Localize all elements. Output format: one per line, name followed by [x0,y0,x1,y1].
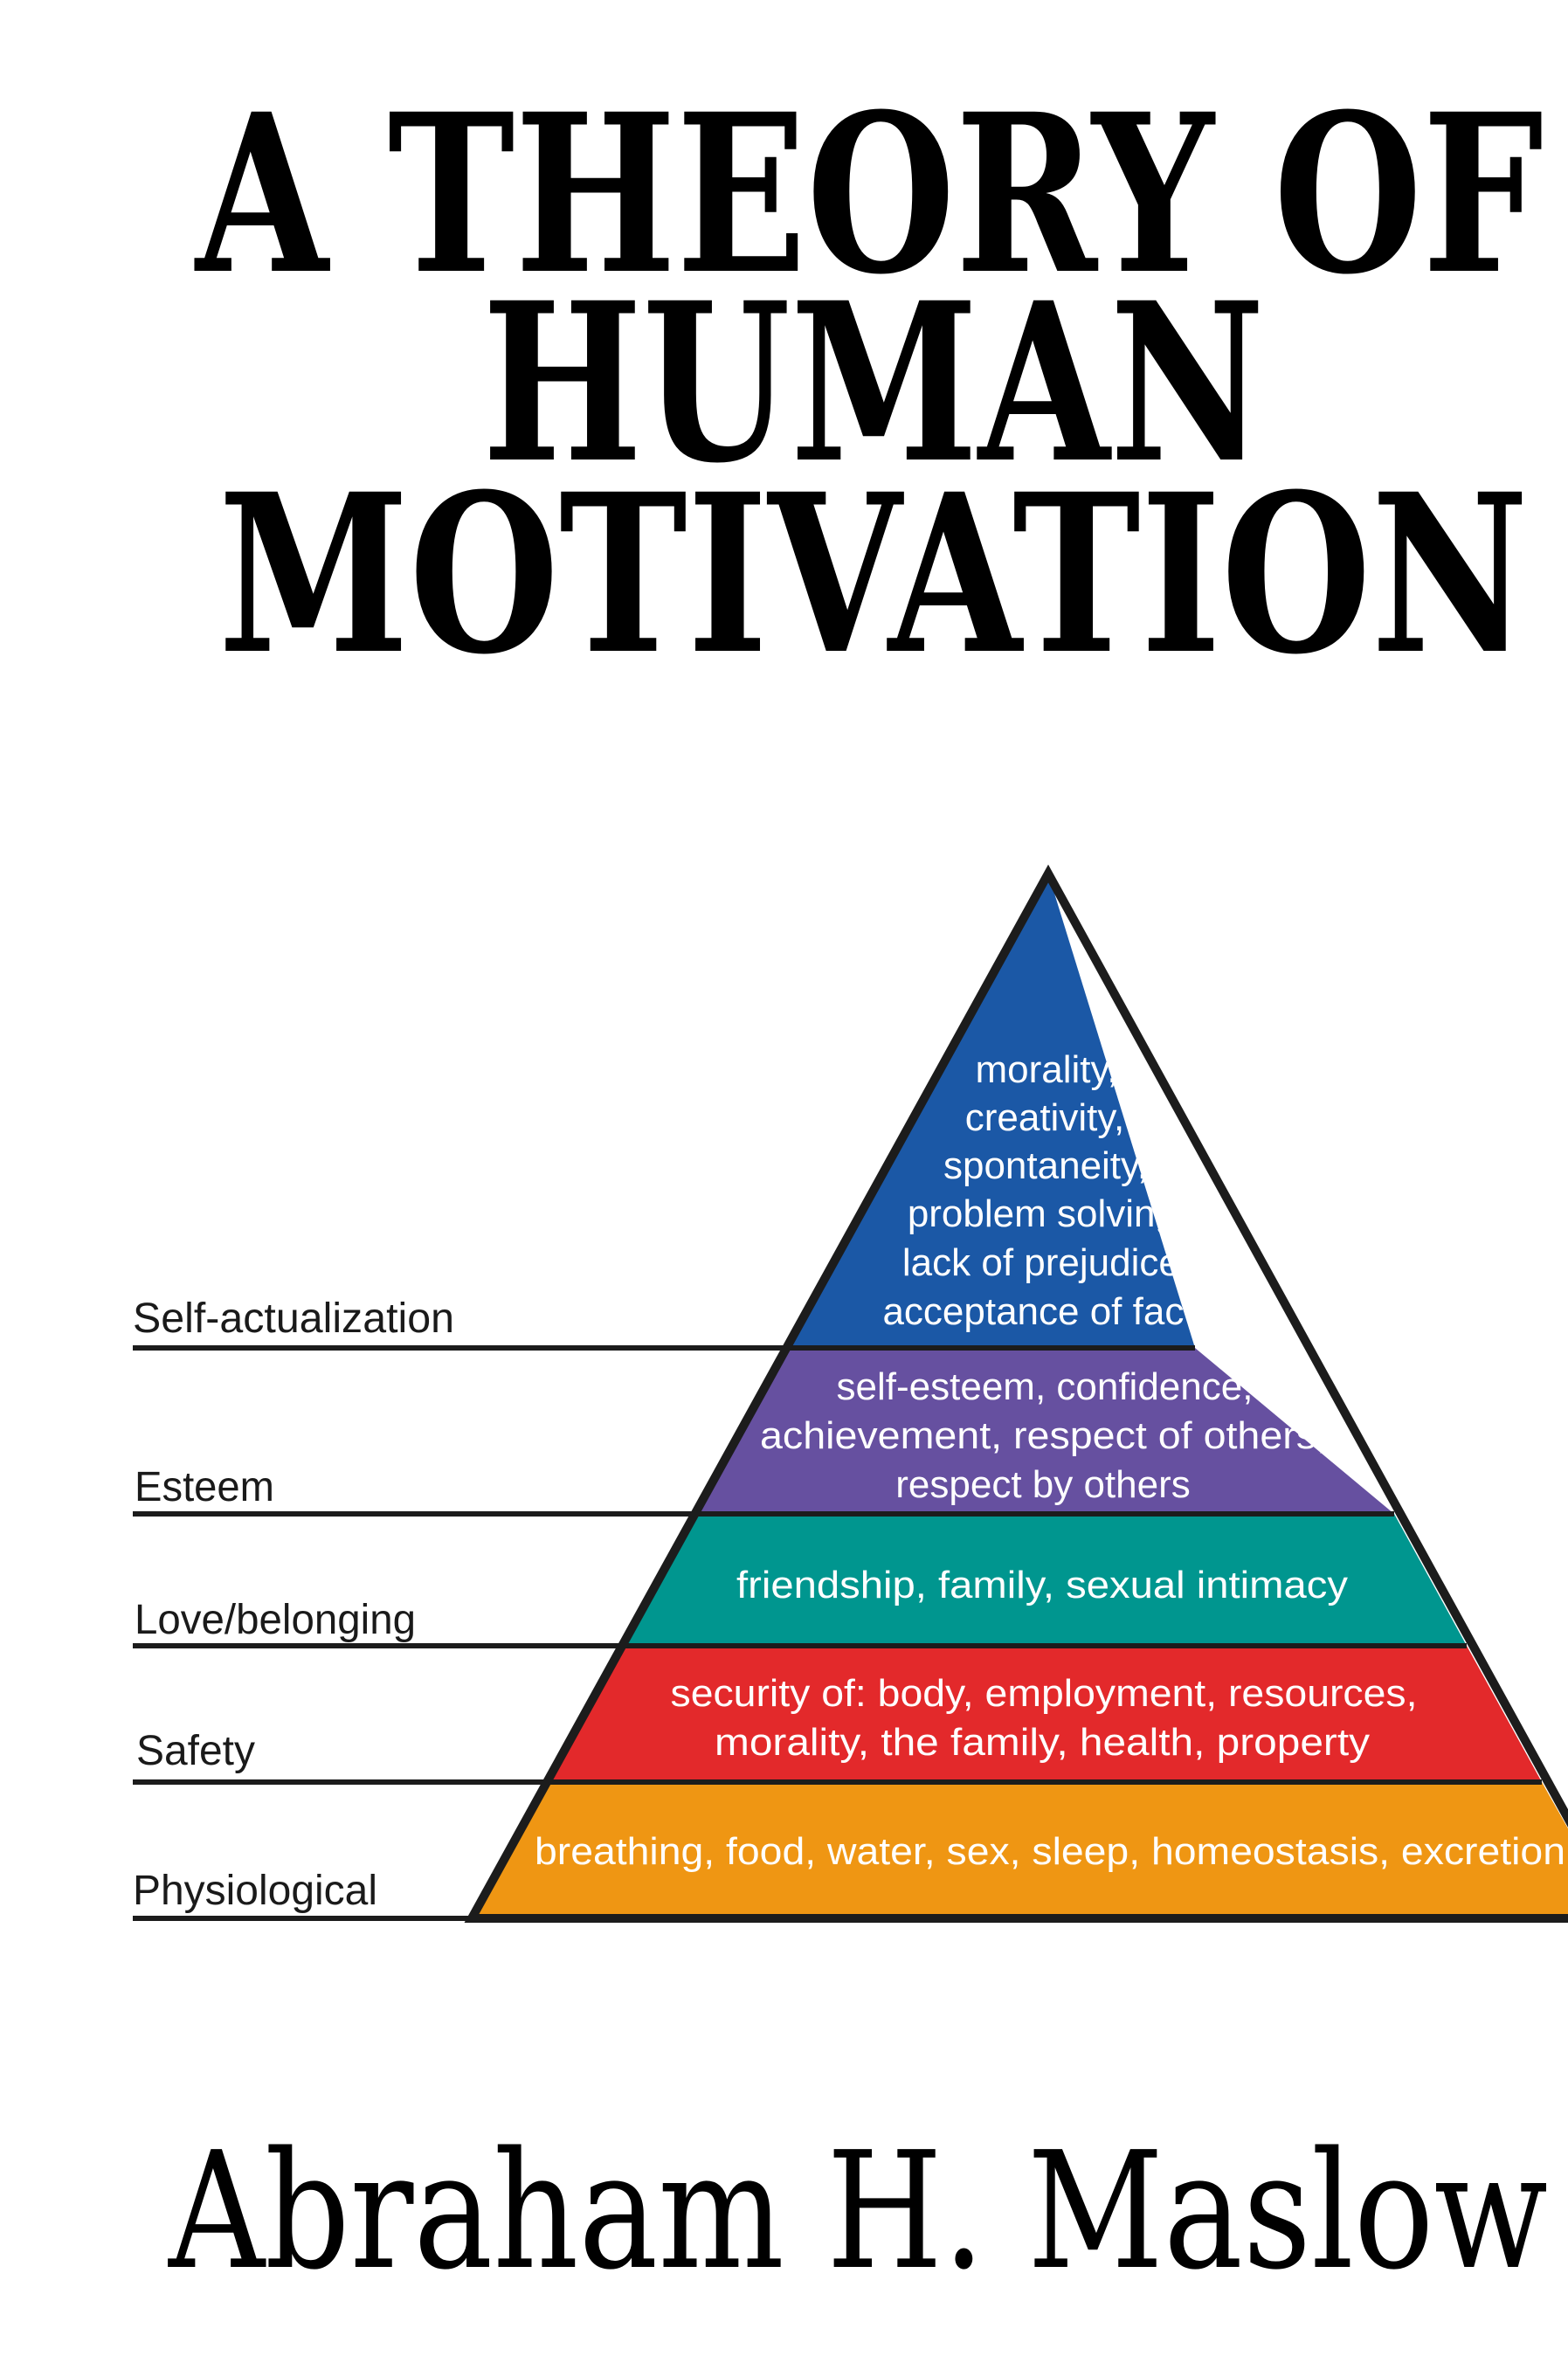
esteem-line: achievement, respect of others, [760,1414,1328,1457]
esteem-line: respect by others [895,1463,1191,1506]
self-actualization-line: spontaneity, [943,1144,1148,1187]
band-esteem [694,1348,1394,1514]
level-divider-lines [133,1345,1568,1921]
self-actualization-line: creativity, [965,1096,1125,1139]
level-label-self-actualization: Self-actualization [133,1296,454,1342]
band-physiological [472,1782,1568,1918]
band-safety [547,1646,1542,1782]
self-actualization-line: acceptance of facts [882,1290,1213,1333]
author-name: Abraham H. Maslow [167,2117,1548,2305]
level-labels: Self-actualization Esteem Love/belonging… [133,1296,454,1914]
esteem-line: self-esteem, confidence, [837,1365,1254,1408]
level-label-safety: Safety [136,1728,255,1774]
pyramid [133,864,1568,1923]
level-label-esteem: Esteem [135,1464,274,1510]
self-actualization-line: lack of prejudice, [902,1241,1191,1284]
band-texts: morality, creativity, spontaneity, probl… [535,1048,1565,1873]
self-actualization-line: problem solving, [908,1192,1187,1235]
physiological-line: breathing, food, water, sex, sleep, home… [535,1830,1565,1873]
level-label-love-belonging: Love/belonging [135,1597,416,1643]
band-self-actualization [788,874,1195,1348]
safety-line: security of: body, employment, resources… [671,1672,1418,1715]
love-belonging-line: friendship, family, sexual intimacy [736,1564,1348,1606]
title-line-1: A THEORY OF [194,66,1544,322]
level-label-physiological: Physiological [133,1868,377,1914]
title-line-3: MOTIVATION [218,446,1529,702]
title-line-2: HUMAN [482,254,1265,511]
book-title: A THEORY OF HUMAN MOTIVATION [194,66,1544,702]
self-actualization-line: morality, [976,1048,1118,1091]
band-love-belonging [622,1514,1467,1646]
safety-line: morality, the family, health, property [715,1721,1370,1764]
